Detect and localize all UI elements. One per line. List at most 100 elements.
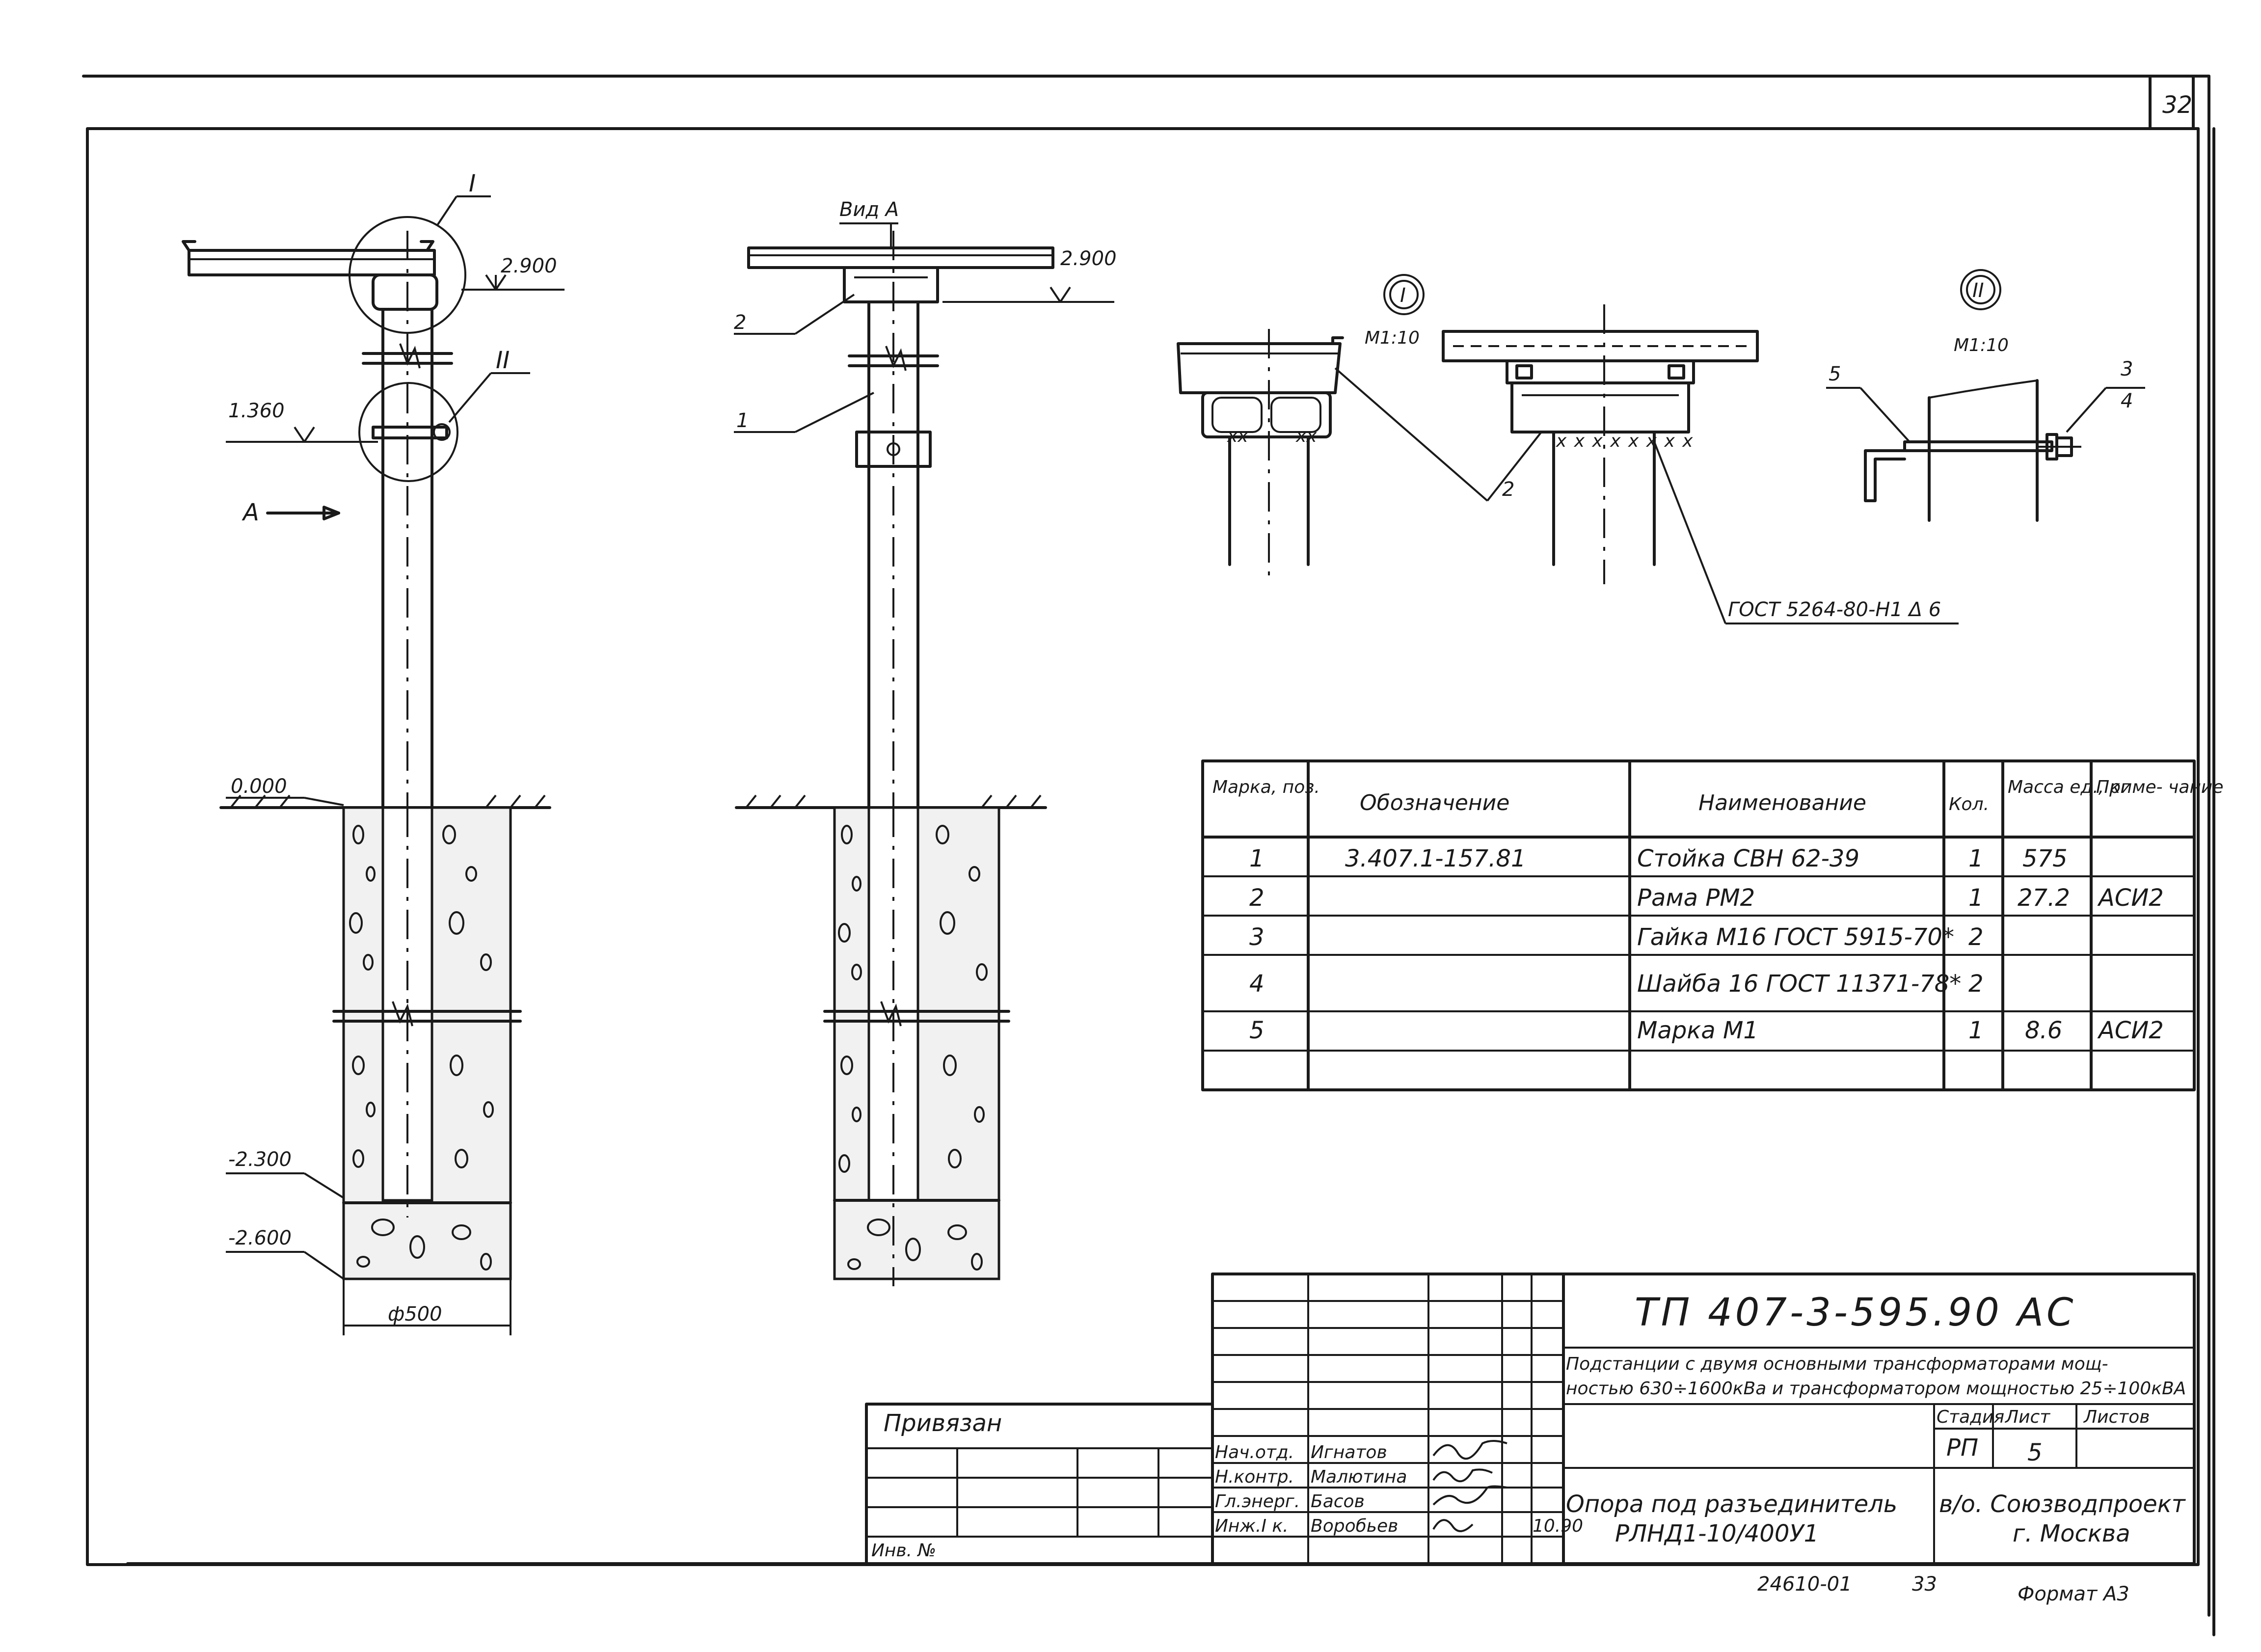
- sig-role: Нач.отд.: [1215, 1442, 1294, 1462]
- table-row: 3 Гайка М16 ГОСТ 5915-70* 2: [1249, 923, 1984, 951]
- svg-text:x x x x x x x x: x x x x x x x x: [1556, 431, 1694, 451]
- spec-table: Марка, поз. Обозначение Наименование Кол…: [1201, 759, 2223, 1091]
- sheet-value: 5: [2027, 1439, 2043, 1466]
- cell-mass: 27.2: [2018, 884, 2070, 912]
- privyazan-label: Привязан: [884, 1409, 1002, 1437]
- format-label: Формат А3: [2018, 1583, 2129, 1605]
- inv-no-label: Инв. №: [871, 1541, 936, 1561]
- sig-name: Басов: [1311, 1491, 1365, 1512]
- cell-qty: 1: [1968, 845, 1984, 872]
- col-header-mark: Марка, поз.: [1212, 777, 1320, 797]
- sheets-label: Листов: [2083, 1407, 2150, 1427]
- cell-name: Рама РМ2: [1637, 884, 1755, 912]
- level-0000: 0.000: [231, 775, 287, 798]
- cell-qty: 2: [1968, 923, 1984, 951]
- detail-II-pos-4: 4: [2121, 390, 2133, 412]
- signature-mark: [1432, 1440, 1507, 1460]
- cell-qty: 2: [1968, 970, 1984, 998]
- table-row: 5 Марка М1 1 8.6 АСИ2: [1249, 1017, 2164, 1044]
- view-a-label: Вид А: [839, 198, 899, 221]
- cell-name: Шайба 16 ГОСТ 11371-78*: [1637, 970, 1961, 998]
- detail-II: II М1:10 5 3 4: [1826, 269, 2145, 522]
- col-header-mass: Масса ед., кг: [2008, 777, 2130, 797]
- detail-II-label: II: [1972, 279, 1984, 302]
- cell-note: АСИ2: [2097, 1017, 2164, 1044]
- cell-name: Стойка СВН 62-39: [1637, 845, 1859, 872]
- cell-mass: 575: [2022, 845, 2068, 872]
- callout-circle-II: [358, 382, 458, 482]
- col-header-qty: Кол.: [1949, 794, 1989, 814]
- detail-II-pos-5: 5: [1829, 363, 1841, 385]
- project-line-2: ностью 630÷1600кВа и трансформатором мощ…: [1566, 1379, 2186, 1399]
- cell-mark: 3: [1249, 923, 1265, 951]
- signature-mark: [1432, 1519, 1474, 1532]
- elevation-1: I 2.900 II 1.360 A 0.000: [182, 170, 565, 1335]
- org-line-1: в/о. Союзводпроект: [1939, 1490, 2186, 1518]
- col-header-designation: Обозначение: [1360, 790, 1509, 815]
- detail-I-weld-ref: ГОСТ 5264-80-Н1 Δ 6: [1728, 598, 1941, 621]
- table-row: 4 Шайба 16 ГОСТ 11371-78* 2: [1249, 970, 1984, 998]
- svg-text:xx: xx: [1227, 426, 1248, 446]
- level-2900-view-a: 2.900: [1060, 247, 1117, 270]
- pos-label-1: 1: [736, 409, 749, 432]
- title-block: Привязан Инв. № Нач.отд. Игнатов Н.контр…: [865, 1273, 2196, 1565]
- cell-mass: 8.6: [2025, 1017, 2062, 1044]
- view-arrow-label: A: [242, 499, 259, 526]
- svg-text:xx: xx: [1295, 426, 1317, 446]
- detail-I-label: I: [1400, 284, 1406, 307]
- sheet-number: 32: [2162, 91, 2192, 119]
- detail-I-pos-2: 2: [1502, 478, 1514, 501]
- project-line-1: Подстанции с двумя основными трансформат…: [1566, 1354, 2108, 1374]
- sig-date: 10.90: [1533, 1516, 1583, 1536]
- detail-I: I М1:10 xx xx x x x x x x x x 2 ГОСТ 526…: [1177, 274, 1959, 624]
- table-row: 1 3.407.1-157.81 Стойка СВН 62-39 1 575: [1249, 845, 2068, 872]
- sig-role: Н.контр.: [1215, 1467, 1294, 1487]
- sig-name: Малютина: [1311, 1467, 1407, 1487]
- doc-code: ТП 407-3-595.90 АС: [1635, 1291, 2076, 1335]
- pos-label-2: 2: [734, 311, 746, 334]
- stage-value: РП: [1946, 1434, 1978, 1462]
- signature-row: Нач.отд. Игнатов: [1215, 1440, 1507, 1462]
- cell-name: Гайка М16 ГОСТ 5915-70*: [1637, 923, 1954, 951]
- callout-label-I: I: [469, 170, 476, 197]
- table-row: 2 Рама РМ2 1 27.2 АСИ2: [1249, 884, 2164, 912]
- callout-label-II: II: [496, 347, 510, 374]
- copy-number: 33: [1912, 1573, 1937, 1596]
- level-minus-2300: -2.300: [228, 1148, 292, 1171]
- level-minus-2600: -2.600: [228, 1227, 292, 1249]
- sig-name: Воробьев: [1311, 1516, 1398, 1536]
- detail-I-scale: М1:10: [1365, 328, 1420, 348]
- cell-mark: 2: [1249, 884, 1265, 912]
- signature-mark: [1432, 1468, 1493, 1483]
- level-1360: 1.360: [228, 400, 285, 422]
- concrete-pebbles-right: [838, 825, 988, 1271]
- signature-row: Н.контр. Малютина: [1215, 1467, 1493, 1487]
- signature-row: Инж.I к. Воробьев 10.90: [1215, 1516, 1583, 1536]
- signature-row: Гл.энерг. Басов: [1215, 1485, 1507, 1512]
- drawing-name-1: Опора под разъединитель: [1566, 1490, 1897, 1518]
- sig-name: Игнатов: [1311, 1442, 1387, 1462]
- detail-II-scale: М1:10: [1954, 335, 2009, 355]
- archive-number: 24610-01: [1757, 1573, 1852, 1596]
- detail-II-pos-3: 3: [2121, 358, 2133, 380]
- sig-role: Инж.I к.: [1215, 1516, 1289, 1536]
- sheet-label: Лист: [2004, 1407, 2050, 1427]
- elevation-2: Вид А 2.900 2 1: [734, 198, 1117, 1286]
- col-header-name: Наименование: [1698, 790, 1866, 815]
- stage-label: Стадия: [1937, 1407, 2004, 1427]
- sig-role: Гл.энерг.: [1215, 1491, 1300, 1512]
- cell-mark: 1: [1249, 845, 1265, 872]
- cell-note: АСИ2: [2097, 884, 2164, 912]
- cell-mark: 5: [1249, 1017, 1265, 1044]
- col-header-note: Приме- чание: [2096, 777, 2223, 797]
- drawing-name-2: РЛНД1-10/400У1: [1615, 1520, 1819, 1547]
- concrete-pebbles-left: [349, 825, 494, 1271]
- signature-mark: [1432, 1485, 1507, 1506]
- org-line-2: г. Москва: [2013, 1520, 2130, 1547]
- cell-qty: 1: [1968, 1017, 1984, 1044]
- cell-designation: 3.407.1-157.81: [1345, 845, 1526, 872]
- cell-mark: 4: [1249, 970, 1265, 998]
- diameter-label: ф500: [388, 1303, 442, 1326]
- level-2900: 2.900: [501, 255, 557, 277]
